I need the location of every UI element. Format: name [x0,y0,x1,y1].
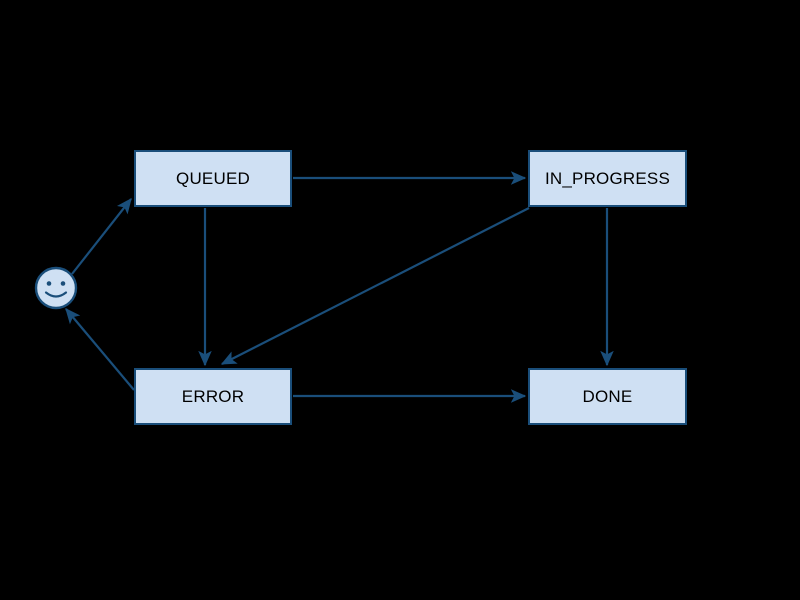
edge-error-to-start [65,308,135,391]
smiley-mouth-icon [44,291,68,298]
state-node-queued[interactable]: QUEUED [134,150,292,207]
edge-in-progress-to-error [220,207,530,365]
state-node-done[interactable]: DONE [528,368,687,425]
edge-start-to-queued [71,198,132,275]
smiley-face-icon [34,266,78,310]
state-node-error[interactable]: ERROR [134,368,292,425]
state-label-queued: QUEUED [176,169,250,188]
state-label-error: ERROR [181,387,245,406]
state-label-in-progress: IN_PROGRESS [544,169,670,188]
state-node-in-progress[interactable]: IN_PROGRESS [528,150,687,207]
state-label-done: DONE [582,387,633,406]
start-node-smiley[interactable] [34,266,78,310]
smiley-eye-right-icon [60,281,66,286]
smiley-eye-left-icon [46,281,52,286]
